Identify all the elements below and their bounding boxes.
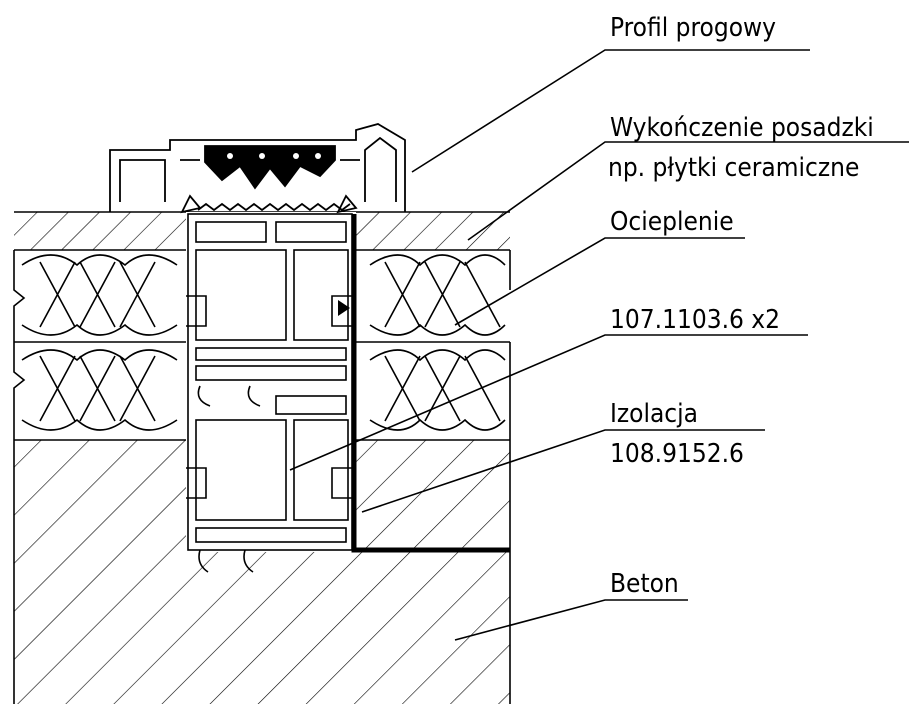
threshold-profile [109, 123, 406, 214]
label-concrete: Beton [610, 569, 679, 599]
frame-profile [186, 213, 353, 573]
leader-part-number [289, 334, 808, 471]
label-finish-line1: Wykończenie posadzki [610, 113, 874, 143]
leader-lines [289, 49, 909, 641]
leader-profile [411, 49, 810, 173]
label-finish-line2: np. płytki ceramiczne [608, 153, 859, 183]
label-isolation-line1: Izolacja [610, 399, 698, 429]
label-isolation-line2: 108.9152.6 [610, 439, 744, 469]
label-part-number: 107.1103.6 x2 [610, 305, 780, 335]
leader-insulation [454, 237, 745, 326]
leader-concrete [454, 599, 688, 641]
labels: Profil progowy Wykończenie posadzki np. … [608, 13, 874, 599]
insulation-layer [13, 250, 511, 441]
leader-isolation [361, 429, 765, 513]
label-insulation: Ocieplenie [610, 207, 734, 237]
leader-finish [467, 141, 909, 241]
isolation-membrane [338, 214, 510, 553]
label-profile: Profil progowy [610, 13, 776, 43]
